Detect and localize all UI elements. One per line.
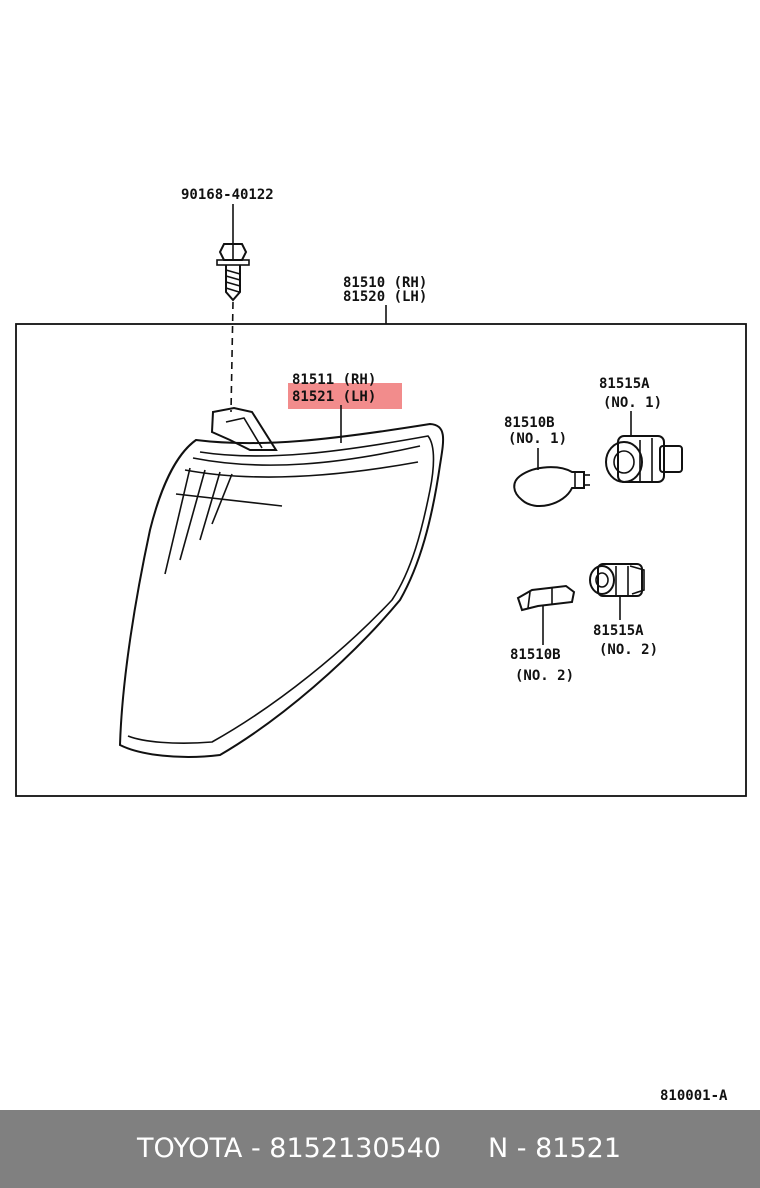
footer-number-text: N - 81521 [488,1133,621,1164]
socket-no2-icon[interactable] [589,563,645,597]
label-assembly-lh[interactable]: 81520 (LH) [343,289,427,305]
diagram-code: 810001-A [660,1088,728,1104]
label-lens-rh[interactable]: 81511 (RH) [292,372,376,388]
label-socket1-sub[interactable]: (NO. 1) [603,395,662,411]
footer-bar: TOYOTA - 8152130540 N - 81521 [0,1110,760,1188]
parts-diagram: 90168-40122 81510 (RH) 81520 (LH) 81511 … [15,187,747,1104]
label-bulb1-sub[interactable]: (NO. 1) [508,431,567,447]
label-lens-lh[interactable]: 81521 (LH) [292,389,376,405]
label-socket2-number[interactable]: 81515A [593,623,644,639]
footer-part-text: TOYOTA - 8152130540 [137,1133,442,1164]
bulb-no1-icon[interactable] [513,466,590,507]
bulb-no2-icon[interactable] [516,584,576,612]
label-assembly-rh[interactable]: 81510 (RH) [343,275,427,291]
dashed-guide [230,301,234,413]
assembly-frame [15,323,747,797]
screw-icon[interactable] [216,243,250,302]
label-bulb2-number[interactable]: 81510B [510,647,561,663]
label-bulb1-number[interactable]: 81510B [504,415,555,431]
label-bulb2-sub[interactable]: (NO. 2) [515,668,574,684]
label-socket2-sub[interactable]: (NO. 2) [599,642,658,658]
corner-lamp-icon[interactable] [118,406,445,758]
label-screw[interactable]: 90168-40122 [181,187,274,203]
highlight-box [288,383,402,409]
socket-no1-icon[interactable] [605,435,683,483]
label-socket1-number[interactable]: 81515A [599,376,650,392]
